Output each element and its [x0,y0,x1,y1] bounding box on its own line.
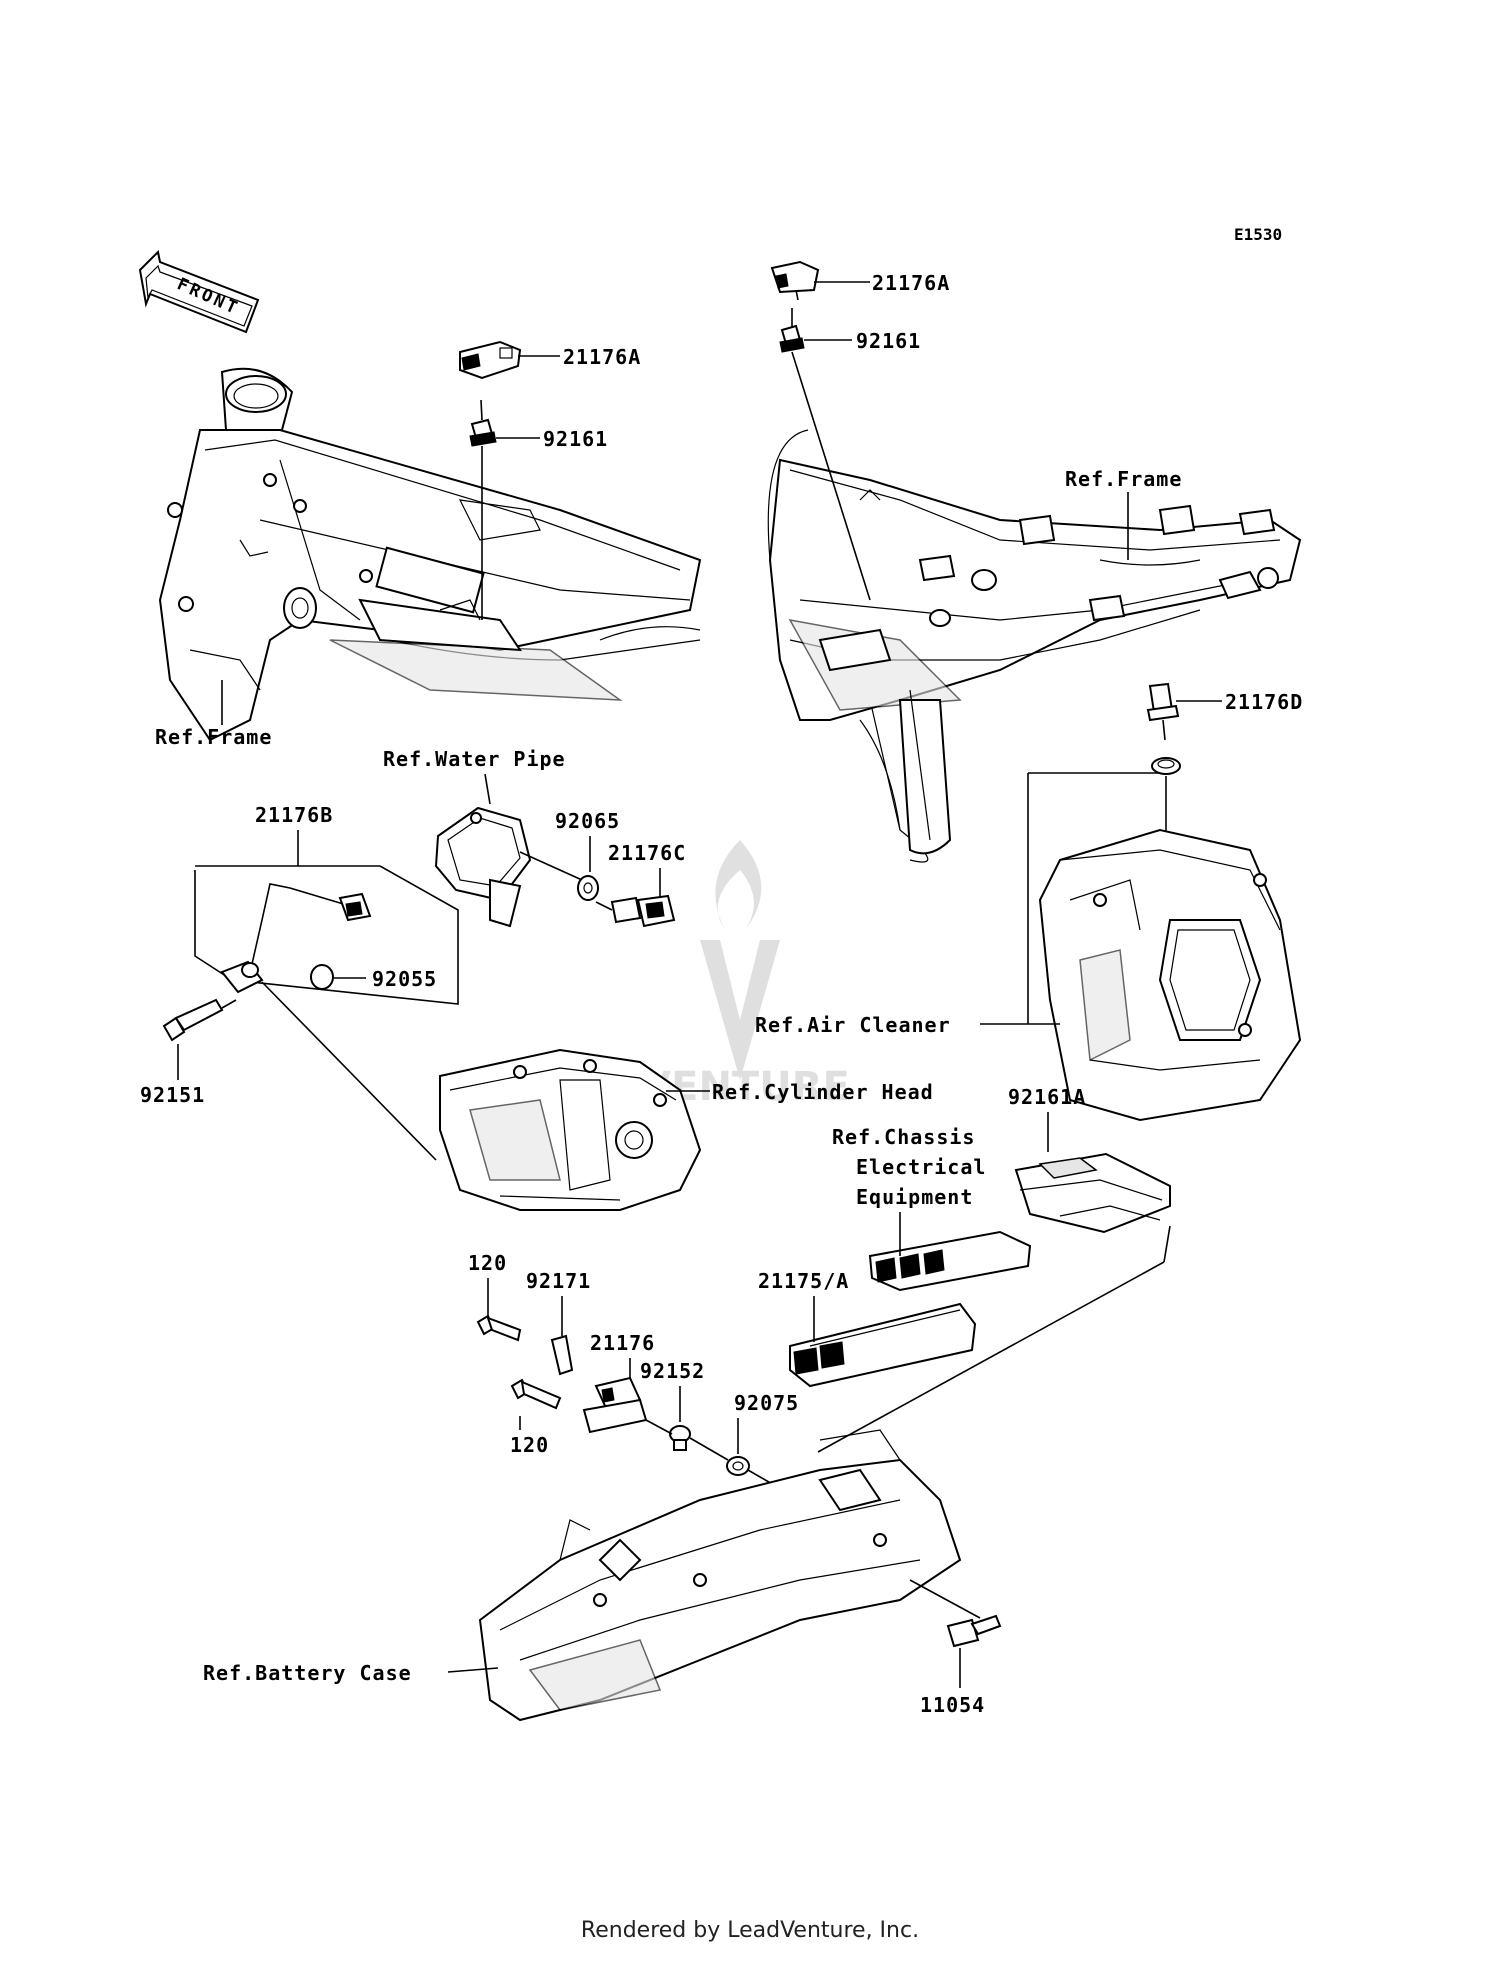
label-ref-cylinder-head[interactable]: Ref.Cylinder Head [712,1080,934,1104]
label-21176[interactable]: 21176 [590,1331,655,1355]
leader-92151-bolt [221,999,237,1009]
label-92065[interactable]: 92065 [555,809,620,833]
ecu-21175A[interactable] [789,1302,977,1388]
label-ref-frame-left[interactable]: Ref.Frame [155,725,272,749]
air-cleaner-illustration [1038,828,1302,1122]
leader-sensor-chain-2 [689,1437,729,1461]
sensor-21176A-right[interactable] [770,260,820,301]
label-21175A[interactable]: 21175/A [758,1269,849,1293]
label-21176D[interactable]: 21176D [1225,690,1303,714]
grommet-92075[interactable] [726,1456,750,1476]
label-92161A[interactable]: 92161A [1008,1085,1086,1109]
frame-left-illustration [158,367,702,742]
leader-sensor-chain-1 [645,1419,673,1435]
screw-92161-right[interactable] [779,308,805,353]
leader-92161-right-down [791,351,871,601]
leader-ref-battery-case [447,1667,499,1673]
sensor-21176D[interactable] [1146,682,1180,741]
label-92055[interactable]: 92055 [372,967,437,991]
label-120-top[interactable]: 120 [468,1251,507,1275]
label-92152[interactable]: 92152 [640,1359,705,1383]
collar-92152[interactable] [669,1425,691,1451]
bolt-120-top[interactable] [476,1314,522,1342]
label-ref-frame-right[interactable]: Ref.Frame [1065,467,1182,491]
label-11054[interactable]: 11054 [920,1693,985,1717]
sensor-21176B[interactable] [220,883,372,994]
label-ref-chassis-3[interactable]: Equipment [856,1185,973,1209]
grommet-21176D [1151,757,1181,775]
clamp-92171[interactable] [550,1334,574,1376]
label-120-bottom[interactable]: 120 [510,1433,549,1457]
label-ref-chassis-2[interactable]: Electrical [856,1155,986,1179]
label-21176B[interactable]: 21176B [255,803,333,827]
label-92075[interactable]: 92075 [734,1391,799,1415]
footer-credit: Rendered by LeadVenture, Inc. [580,1918,920,1943]
label-ref-air-cleaner[interactable]: Ref.Air Cleaner [755,1013,951,1037]
leader-21176B-head [261,981,437,1161]
front-arrow-icon: FRONT [138,249,260,334]
water-pipe-housing [434,806,532,928]
cylinder-head-illustration [439,1048,702,1211]
label-92171[interactable]: 92171 [526,1269,591,1293]
screw-92161-left[interactable] [469,399,497,447]
bolt-92151[interactable] [162,998,224,1042]
label-21176A-right[interactable]: 21176A [872,271,950,295]
label-92151[interactable]: 92151 [140,1083,205,1107]
leader-ref-water-pipe [484,773,491,805]
watermark-logo: VENTURE [640,840,850,1110]
frame-right-illustration [767,429,1302,863]
leader-bracket-to-battery [817,1261,1165,1453]
sensor-21176C[interactable] [595,894,676,928]
leader-water-pipe-washer [519,851,583,881]
label-21176A-left[interactable]: 21176A [563,345,641,369]
leader-92161A-bracket [1163,1225,1171,1263]
label-ref-battery-case[interactable]: Ref.Battery Case [203,1661,412,1685]
bracket-21176B [194,865,459,1005]
battery-case-illustration [478,1429,962,1722]
label-92161-left[interactable]: 92161 [543,427,608,451]
label-ref-water-pipe[interactable]: Ref.Water Pipe [383,747,566,771]
label-ref-chassis-1[interactable]: Ref.Chassis [832,1125,975,1149]
sensor-21176A-left[interactable] [459,340,522,380]
bracket-92161A[interactable] [1014,1152,1171,1234]
diagram-code: E1530 [1234,225,1282,244]
label-92161-right[interactable]: 92161 [856,329,921,353]
leader-11054-clamp [909,1579,981,1619]
washer-92065[interactable] [577,875,599,901]
sensor-21176[interactable] [582,1376,648,1434]
o-ring-92055[interactable] [310,964,334,990]
clamp-11054[interactable] [946,1614,1002,1648]
label-21176C[interactable]: 21176C [608,841,686,865]
bolt-120-bottom[interactable] [510,1378,562,1410]
connector-block-chassis [868,1230,1032,1292]
